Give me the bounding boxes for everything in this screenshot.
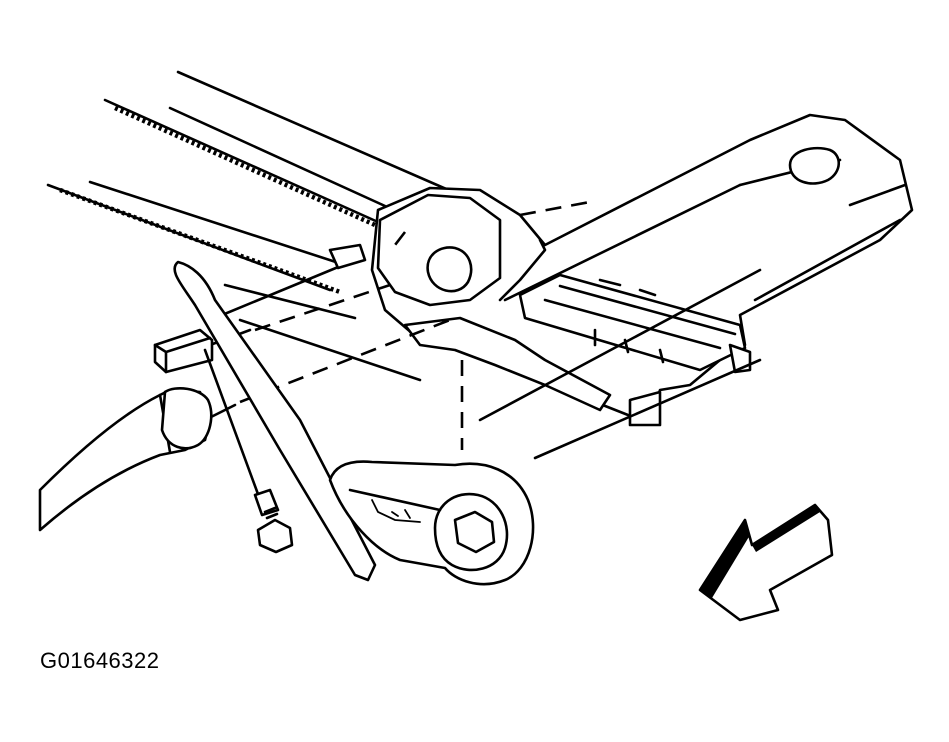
adjuster-arm	[328, 460, 535, 586]
lower-plate	[403, 316, 612, 412]
adjuster-bracket	[376, 193, 591, 307]
direction-arrow-icon	[698, 503, 834, 622]
frame-rail-lower	[46, 180, 422, 382]
frame-rail-upper	[103, 70, 462, 228]
torsion-key	[153, 243, 367, 374]
figure-id-label: G01646322	[40, 648, 160, 673]
pry-bar	[173, 260, 377, 582]
bolt	[203, 348, 294, 554]
tool-handle	[38, 386, 213, 532]
